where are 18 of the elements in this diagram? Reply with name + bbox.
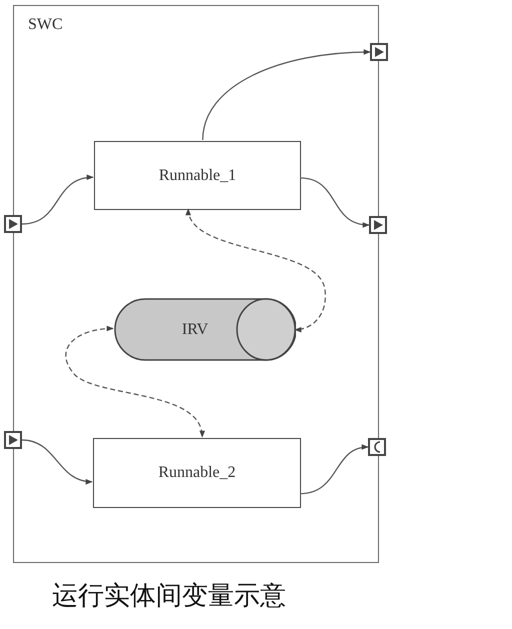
process-box: Runnable_1 bbox=[94, 141, 301, 210]
port-symbol bbox=[4, 431, 22, 449]
component-label: SWC bbox=[28, 16, 63, 34]
arrow bbox=[300, 444, 369, 494]
arrow bbox=[22, 175, 94, 225]
arrow bbox=[202, 49, 371, 140]
dashed-arrow bbox=[187, 208, 326, 332]
port-symbol bbox=[369, 216, 387, 234]
cylinder: IRV bbox=[114, 298, 296, 361]
port-symbol bbox=[370, 43, 388, 61]
dashed-arrow bbox=[65, 326, 204, 438]
process-box: Runnable_2 bbox=[93, 438, 301, 508]
caption: 运行实体间变量示意 bbox=[52, 580, 286, 613]
port-symbol bbox=[4, 215, 22, 233]
port-symbol bbox=[368, 438, 386, 456]
arrow bbox=[22, 439, 93, 484]
arrow bbox=[300, 177, 370, 228]
component-frame bbox=[13, 5, 379, 563]
